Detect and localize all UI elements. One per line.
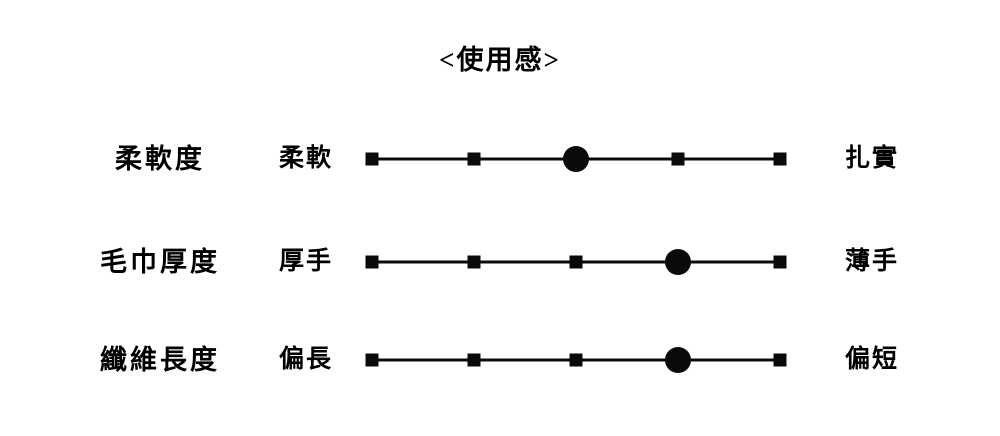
category-label: 毛巾厚度 [100,247,220,277]
scale-tick-square [569,255,583,269]
category-label: 纖維長度 [100,345,220,375]
rating-scale-track [365,249,787,275]
scale-tick-square [773,255,787,269]
right-anchor-label: 薄手 [844,248,899,275]
scale-tick-square [365,353,379,367]
left-anchor-label: 厚手 [278,248,333,275]
scale-tick-square [365,152,379,166]
chart-title: <使用感> [439,45,561,75]
selected-rating-dot [665,249,691,275]
scale-tick-square [773,353,787,367]
scale-tick-square [671,152,685,166]
rating-scale-track [365,146,787,172]
selected-rating-dot [665,347,691,373]
selected-rating-dot [563,146,589,172]
rating-scale-track [365,347,787,373]
category-label: 柔軟度 [115,144,205,174]
scale-tick-square [569,353,583,367]
scale-row-softness: 柔軟度 柔軟 扎實 [0,133,1000,185]
right-anchor-label: 偏短 [844,346,899,373]
left-anchor-label: 柔軟 [278,145,333,172]
scale-tick-square [467,353,481,367]
scale-tick-square [467,152,481,166]
scale-tick-square [467,255,481,269]
scale-row-fiber-length: 纖維長度 偏長 偏短 [0,334,1000,386]
right-anchor-label: 扎實 [844,145,899,172]
scale-tick-square [365,255,379,269]
left-anchor-label: 偏長 [278,346,333,373]
scale-tick-square [773,152,787,166]
scale-row-thickness: 毛巾厚度 厚手 薄手 [0,236,1000,288]
